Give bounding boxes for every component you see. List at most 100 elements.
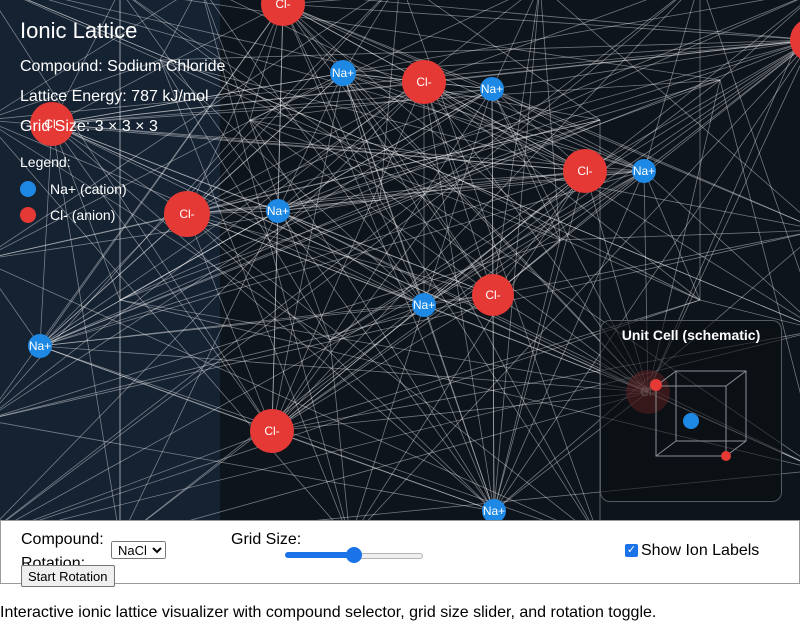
ion-sphere xyxy=(402,60,446,104)
bond-line xyxy=(249,88,493,121)
bond-line xyxy=(342,72,601,121)
cation-ion[interactable]: Na+ xyxy=(28,334,52,358)
bond-line xyxy=(271,304,425,432)
bond-line xyxy=(0,287,41,347)
bond-line xyxy=(186,119,601,215)
bond-line xyxy=(277,210,425,306)
bond-line xyxy=(159,59,331,341)
bond-line xyxy=(643,0,695,172)
bond-line xyxy=(39,123,53,347)
caption: Interactive ionic lattice visualizer wit… xyxy=(0,604,657,621)
bond-line xyxy=(39,88,493,347)
bond-line xyxy=(379,119,601,201)
bond-line xyxy=(51,79,721,125)
anion-ion[interactable]: Cl- xyxy=(30,102,74,146)
anion-ion[interactable]: Cl- xyxy=(402,60,446,104)
ion-label: Na+ xyxy=(633,164,655,178)
bond-line xyxy=(282,3,800,40)
legend-heading: Legend: xyxy=(20,154,71,170)
cation-ion[interactable]: Na+ xyxy=(632,159,656,183)
ion-label: Na+ xyxy=(413,298,435,312)
bond-line xyxy=(0,10,273,432)
bond-line xyxy=(5,0,675,520)
bond-line xyxy=(48,0,645,172)
lattice-canvas[interactable]: Cl-Cl-Cl-Cl-Cl-Cl-Cl-Cl-Cl-Na+Na+Na+Na+N… xyxy=(0,0,800,520)
bond-line xyxy=(342,72,494,296)
bond-line xyxy=(144,5,800,520)
ion-sphere xyxy=(330,60,356,86)
ion-label: Cl- xyxy=(44,117,59,131)
bond-line xyxy=(277,43,800,212)
bond-line xyxy=(51,72,344,125)
bond-line xyxy=(271,48,800,432)
ion-label: Na+ xyxy=(481,82,503,96)
anion-ion[interactable]: Cl- xyxy=(790,18,800,62)
bond-line xyxy=(379,0,399,201)
anion-ion[interactable]: Cl- xyxy=(250,409,294,453)
bond-line xyxy=(51,123,495,512)
bond-line xyxy=(39,170,645,347)
compound-select[interactable]: NaCl xyxy=(111,541,166,559)
bond-line xyxy=(282,0,343,5)
grid-size-slider[interactable] xyxy=(285,547,423,563)
bond-line xyxy=(342,72,425,306)
bond-line xyxy=(540,0,561,241)
bond-line xyxy=(342,72,649,393)
bond-line xyxy=(0,119,601,256)
ion-sphere xyxy=(412,293,436,317)
bond-line xyxy=(277,88,493,212)
bond-line xyxy=(205,0,331,341)
bond-line xyxy=(51,3,284,125)
ion-sphere xyxy=(261,0,305,26)
bond-line xyxy=(459,179,800,323)
anion-ion[interactable]: Cl- xyxy=(472,274,514,316)
bond-line xyxy=(51,0,766,125)
bond-line xyxy=(277,210,494,296)
bond-line xyxy=(39,213,188,347)
bond-line xyxy=(459,0,677,181)
bond-line xyxy=(342,0,389,74)
cation-ion[interactable]: Na+ xyxy=(412,293,436,317)
ion-label: Cl- xyxy=(275,0,290,11)
anion-ion[interactable]: Cl- xyxy=(164,191,210,237)
legend-cation-label: Na+ (cation) xyxy=(50,181,127,197)
cation-ion[interactable]: Na+ xyxy=(330,60,356,86)
bond-line xyxy=(0,0,177,112)
bond-line xyxy=(423,170,645,306)
legend-item-anion: Cl- (anion) xyxy=(20,202,225,228)
cation-ion[interactable]: Na+ xyxy=(482,499,506,520)
bond-line xyxy=(491,88,561,241)
bond-line xyxy=(329,304,425,341)
ion-sphere xyxy=(632,159,656,183)
bond-line xyxy=(493,0,540,512)
bond-line xyxy=(0,422,495,512)
bond-line xyxy=(493,170,586,512)
cation-ion[interactable]: Na+ xyxy=(480,77,504,101)
show-labels-checkbox[interactable]: ✓ xyxy=(625,544,638,557)
bond-line xyxy=(493,239,561,512)
bond-line xyxy=(0,136,334,520)
panel-title: Ionic Lattice xyxy=(20,18,138,43)
ion-sphere xyxy=(480,77,504,101)
bond-line xyxy=(0,239,561,416)
unit-cell-anion xyxy=(650,379,662,391)
cation-ion[interactable]: Na+ xyxy=(266,199,290,223)
start-rotation-button[interactable]: Start Rotation xyxy=(21,565,115,587)
lattice-viewport[interactable]: Cl-Cl-Cl-Cl-Cl-Cl-Cl-Cl-Cl-Na+Na+Na+Na+N… xyxy=(0,0,800,520)
bond-line xyxy=(423,81,645,172)
ion-sphere xyxy=(563,149,607,193)
bond-line xyxy=(277,81,425,212)
bond-line xyxy=(491,88,800,222)
anion-swatch-icon xyxy=(20,207,36,223)
bond-line xyxy=(492,170,586,296)
bond-line xyxy=(459,179,701,301)
anion-ion[interactable]: Cl- xyxy=(563,149,607,193)
bond-line xyxy=(423,304,495,512)
bond-line xyxy=(186,213,425,306)
bond-line xyxy=(119,0,799,301)
bond-line xyxy=(39,0,381,347)
anion-ion[interactable]: Cl- xyxy=(261,0,305,26)
ion-sphere xyxy=(472,274,514,316)
bond-line xyxy=(0,119,251,404)
slider-thumb[interactable] xyxy=(346,547,362,563)
